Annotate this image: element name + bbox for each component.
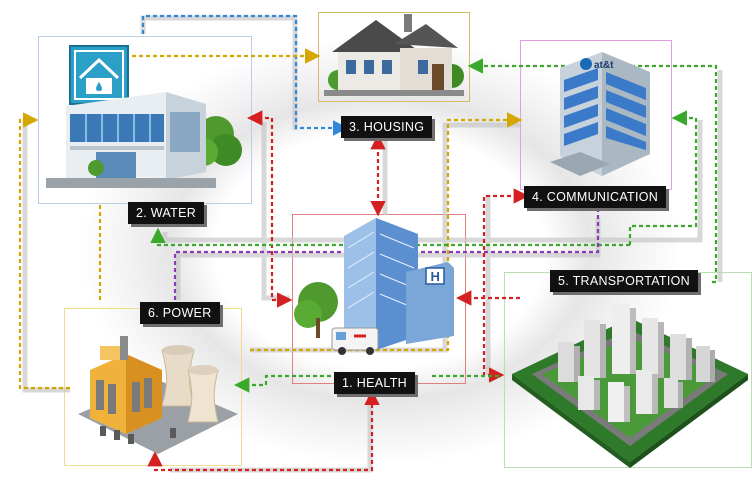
communication-label: 4. COMMUNICATION (524, 186, 667, 208)
power-label: 6. POWER (140, 302, 220, 324)
health-label: 1. HEALTH (334, 372, 415, 394)
power-plant-icon (78, 336, 238, 454)
office-tower-icon: at&t (550, 52, 650, 176)
house-icon (324, 14, 464, 96)
hospital-icon: H (294, 218, 454, 355)
water-utility-building-icon (46, 45, 242, 188)
hospital-sign: H (431, 269, 440, 284)
city-blocks-icon (512, 304, 748, 468)
att-sign: at&t (594, 60, 614, 71)
water-label: 2. WATER (128, 202, 205, 224)
housing-label: 3. HOUSING (341, 116, 433, 138)
transportation-label: 5. TRANSPORTATION (550, 270, 698, 292)
